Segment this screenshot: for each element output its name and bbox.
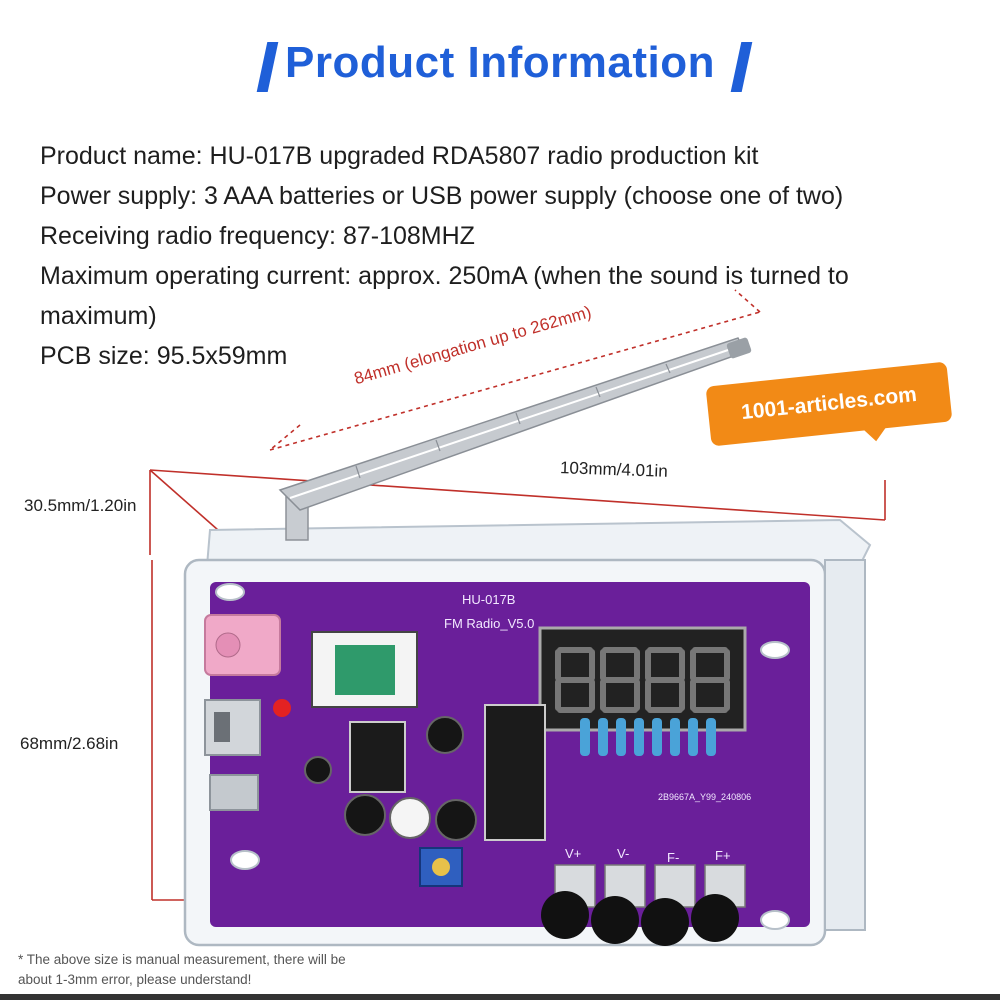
footnote-line-1: * The above size is manual measurement, … bbox=[18, 952, 346, 967]
potentiometer-knob bbox=[432, 858, 450, 876]
footnote: * The above size is manual measurement, … bbox=[18, 950, 438, 990]
spec-pcb-size: PCB size: 95.5x59mm bbox=[40, 342, 288, 370]
audio-jack-hole bbox=[215, 632, 241, 658]
display-digits bbox=[555, 647, 730, 713]
switch-knob bbox=[214, 712, 230, 742]
control-buttons bbox=[541, 864, 746, 946]
audio-jack bbox=[204, 614, 281, 676]
page-title: Product Information bbox=[285, 38, 715, 87]
spec-current-cont: maximum) bbox=[40, 302, 157, 330]
button-label-freq-up: F+ bbox=[715, 848, 731, 863]
led-indicator bbox=[273, 699, 291, 717]
button-label-volume-down: V- bbox=[617, 846, 629, 861]
footnote-line-2: about 1-3mm error, please understand! bbox=[18, 972, 252, 987]
title-bar: Product Information bbox=[0, 38, 1000, 98]
rda5807-chip bbox=[335, 645, 395, 695]
width-label: 103mm/4.01in bbox=[559, 458, 669, 481]
power-switch bbox=[204, 699, 261, 756]
resistor-row bbox=[580, 718, 716, 756]
case-side bbox=[824, 559, 866, 931]
bottom-bar bbox=[0, 994, 1000, 1000]
pcb-serial-text: 2B9667A_Y99_240806 bbox=[658, 792, 751, 802]
pcb-model-text: HU-017B bbox=[462, 592, 515, 607]
antenna bbox=[278, 337, 752, 541]
capacitors bbox=[304, 716, 477, 841]
button-label-freq-down: F- bbox=[667, 850, 679, 865]
spec-list: Product name: HU-017B upgraded RDA5807 r… bbox=[40, 136, 960, 376]
height-label: 68mm/2.68in bbox=[20, 734, 119, 753]
controller-ic bbox=[484, 704, 546, 841]
dimension-lines bbox=[149, 289, 886, 901]
spec-current: Maximum operating current: approx. 250mA… bbox=[40, 262, 849, 290]
spec-product-name: Product name: HU-017B upgraded RDA5807 r… bbox=[40, 142, 759, 170]
badge-tail bbox=[860, 423, 891, 443]
usb-port bbox=[209, 774, 259, 811]
button-label-volume-up: V+ bbox=[565, 846, 581, 861]
depth-label: 30.5mm/1.20in bbox=[24, 496, 137, 515]
spec-power-supply: Power supply: 3 AAA batteries or USB pow… bbox=[40, 182, 844, 210]
amplifier-ic bbox=[349, 721, 406, 793]
pcb-label-text: FM Radio_V5.0 bbox=[444, 616, 534, 631]
case-posts bbox=[215, 583, 790, 930]
spec-frequency: Receiving radio frequency: 87-108MHZ bbox=[40, 222, 475, 250]
